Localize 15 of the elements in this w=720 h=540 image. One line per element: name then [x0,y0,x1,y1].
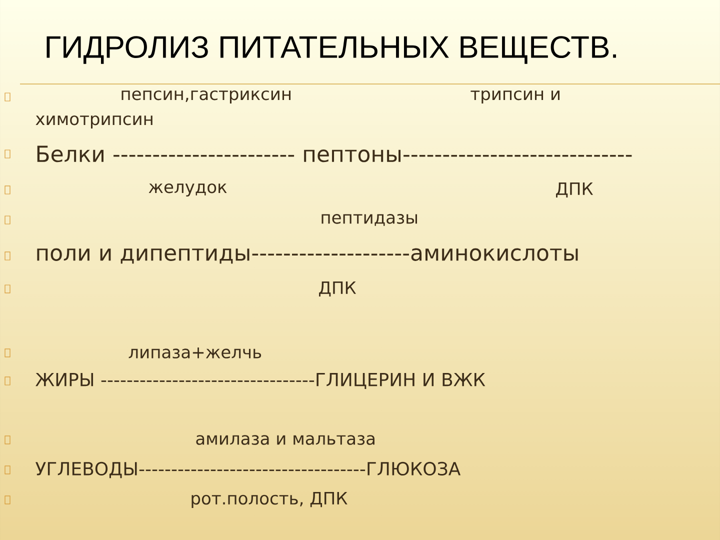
bullet-text: УГЛЕВОДЫ-----------------------------------ГЛЮКОЗА [36,462,461,478]
bullet-text: химотрипсин [36,115,152,128]
bullet-text: липаза+желчь [128,348,262,358]
bullet-text: Белки ----------------------- пептоны----------------------------- [37,146,632,162]
bullet-text: пепсин,гастриксин [122,90,290,104]
bullet-text: пептидазы [322,214,417,226]
bullet-text: ДПК [319,281,356,297]
bullet-text: рот.полость, ДПК [192,492,348,508]
bullet-text: амилаза и мальтаза [196,435,374,445]
bullet-text: желудок [148,183,227,196]
bullet-text: ЖИРЫ ---------------------------------ГЛИЦЕРИН И ВЖК [36,373,486,389]
title: ГИДРОЛИЗ ПИТАТЕЛЬНЫХ ВЕЩЕСТВ. [46,36,616,64]
bullet-text: ДПК [556,182,593,198]
bullet-text: трипсин и [470,90,560,104]
bullet-text: поли и дипептиды--------------------аминокислоты [37,248,578,264]
